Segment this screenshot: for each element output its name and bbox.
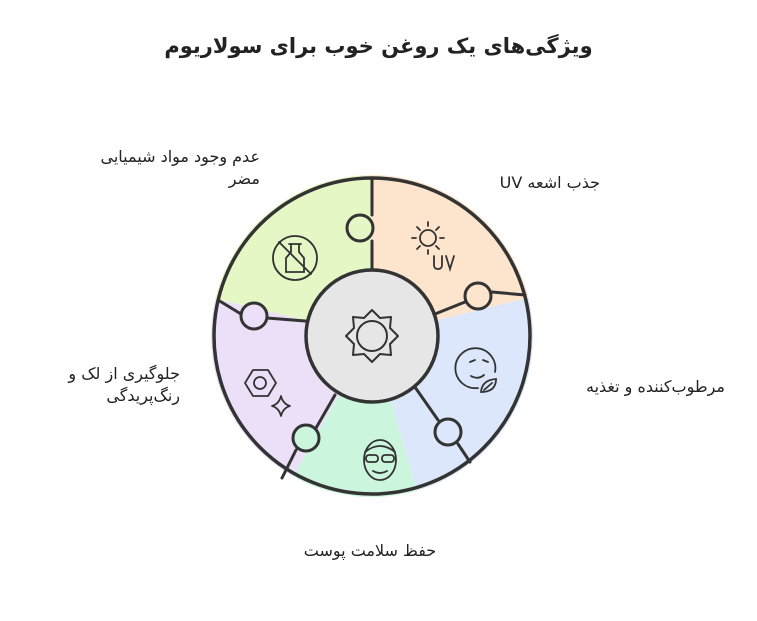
sun-gear-icon [345,309,399,363]
outer-ring-border [212,176,532,496]
label-moisturizing: مرطوب‌کننده و تغذیه [585,377,725,396]
puzzle-tab-bottom-right [433,417,463,447]
puzzle-tab-top [345,213,375,243]
divider-bottom-left [280,393,337,480]
sun-uv-icon [411,221,455,273]
label-no-chemicals: عدم وجود مواد شیمیایی مضر [60,146,261,190]
puzzle-tab-bottom-left [291,423,321,453]
no-bottle-icon [272,235,318,281]
label-anti-stain: جلوگیری از لک و رنگ‌پریدگی [20,363,180,407]
label-anti-stain-line1: جلوگیری از لک و [68,364,180,383]
label-uv: جذب اشعه UV [499,173,600,192]
label-no-chemicals-line1: عدم وجود مواد شیمیایی [100,147,261,166]
label-anti-stain-line2: رنگ‌پریدگی [106,386,180,405]
puzzle-tab-left [239,301,269,331]
label-skin-health: حفظ سلامت پوست [303,541,437,560]
label-no-chemicals-line2: مضر [228,169,260,188]
hexagon-sparkle-icon [244,369,291,417]
face-leaf-icon [454,347,497,393]
diagram-title: ویژگی‌های یک روغن خوب برای سولاریوم [164,34,593,58]
center-hub [304,268,440,404]
puzzle-tab-right [463,281,493,311]
face-goggles-icon [363,439,397,481]
